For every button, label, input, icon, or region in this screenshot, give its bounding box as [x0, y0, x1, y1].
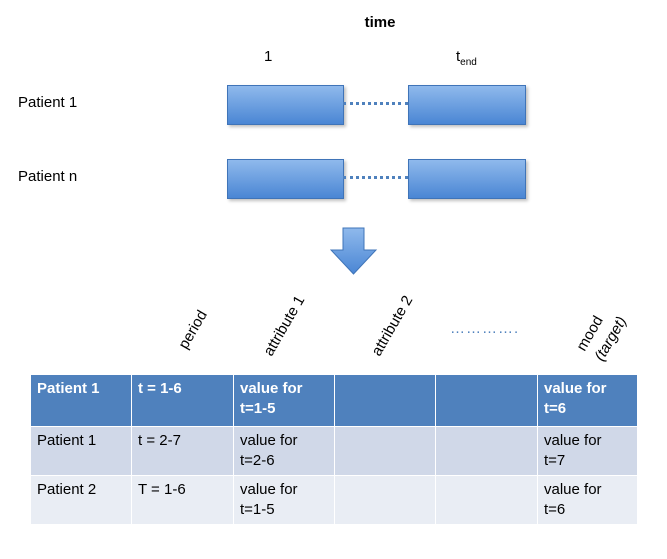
cell-gap	[435, 426, 538, 476]
cell-attr1-line1: value for	[240, 432, 298, 449]
table-row: Patient 1 t = 1-6 value for t=1-5 value f…	[30, 374, 638, 427]
cell-attr1-line2: t=2-6	[240, 452, 275, 469]
cell-attr1-line2: t=1-5	[240, 400, 276, 417]
timeline-block-pn-end	[408, 159, 526, 199]
timeline-dots-pn	[343, 176, 408, 179]
cell-mood-line2: t=7	[544, 452, 566, 469]
cell-mood-line1: value for	[544, 380, 607, 397]
cell-attribute-2	[334, 374, 436, 427]
cell-period: t = 2-7	[131, 426, 234, 476]
data-table: Patient 1 t = 1-6 value for t=1-5 value f…	[30, 374, 638, 525]
cell-period: T = 1-6	[131, 475, 234, 525]
cell-period: t = 1-6	[131, 374, 234, 427]
cell-mood: value for t=6	[537, 374, 638, 427]
cell-attr1-line1: value for	[240, 380, 303, 397]
cell-attribute-2	[334, 426, 436, 476]
timeline-block-pn-start	[227, 159, 344, 199]
cell-patient: Patient 1	[30, 426, 132, 476]
cell-attribute-1: value for t=1-5	[233, 475, 335, 525]
timeline-block-p1-end	[408, 85, 526, 125]
time-axis-title: time	[364, 14, 396, 31]
down-arrow-icon	[330, 227, 378, 275]
time-end-sub: end	[460, 57, 477, 68]
cell-attribute-2	[334, 475, 436, 525]
cell-attribute-1: value for t=1-5	[233, 374, 335, 427]
cell-patient: Patient 1	[30, 374, 132, 427]
cell-mood-line1: value for	[544, 481, 602, 498]
column-header-attribute-2: attribute 2	[368, 292, 417, 359]
cell-gap	[435, 374, 538, 427]
cell-mood-line1: value for	[544, 432, 602, 449]
table-row: Patient 2 T = 1-6 value for t=1-5 value f…	[30, 475, 638, 525]
column-header-ellipsis: ………….	[450, 320, 520, 337]
column-header-attribute-1: attribute 1	[260, 292, 309, 359]
patient-label-1: Patient 1	[18, 94, 78, 111]
time-end-label: tend	[456, 48, 477, 68]
cell-mood: value for t=6	[537, 475, 638, 525]
cell-mood-line2: t=6	[544, 400, 567, 417]
cell-attr1-line1: value for	[240, 481, 298, 498]
cell-gap	[435, 475, 538, 525]
cell-patient: Patient 2	[30, 475, 132, 525]
cell-attribute-1: value for t=2-6	[233, 426, 335, 476]
timeline-block-p1-start	[227, 85, 344, 125]
cell-mood-line2: t=6	[544, 501, 566, 518]
timeline-dots-p1	[343, 102, 408, 105]
time-end-main: t	[456, 48, 461, 65]
table-row: Patient 1 t = 2-7 value for t=2-6 value f…	[30, 426, 638, 476]
patient-label-n: Patient n	[18, 168, 78, 185]
cell-mood: value for t=7	[537, 426, 638, 476]
column-header-period: period	[175, 307, 211, 352]
time-start-label: 1	[264, 48, 273, 65]
cell-attr1-line2: t=1-5	[240, 501, 275, 518]
